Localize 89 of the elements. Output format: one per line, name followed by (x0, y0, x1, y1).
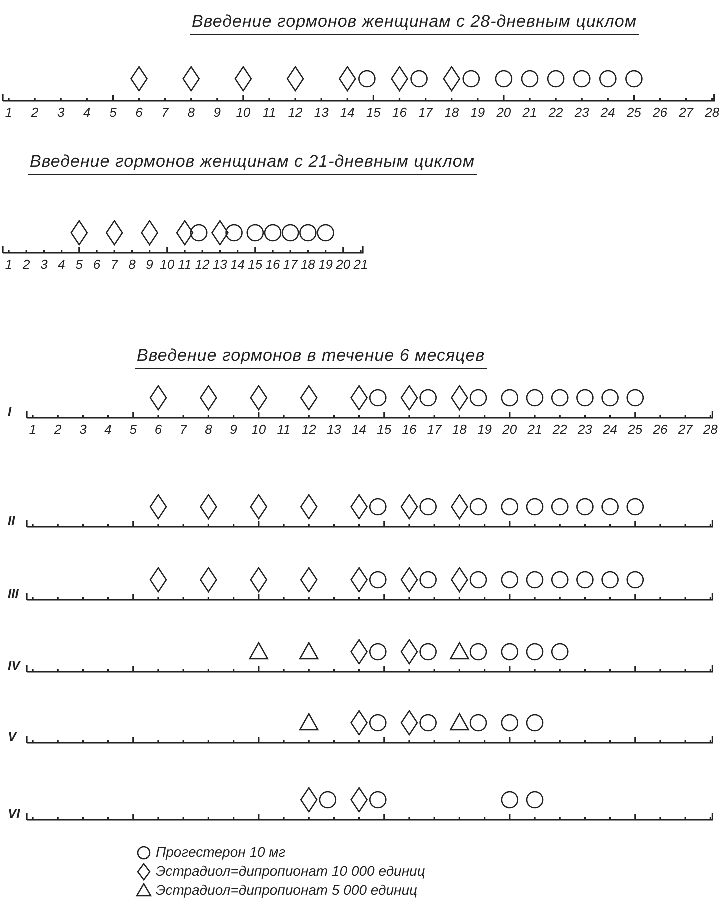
day-number: 8 (186, 105, 196, 120)
day-number: 10 (250, 422, 268, 437)
day-number: 28 (702, 422, 719, 437)
day-number: 26 (652, 105, 668, 120)
day-number: 20 (335, 257, 352, 272)
day-number: 13 (212, 257, 228, 272)
day-number: 21 (352, 257, 370, 272)
day-number: 19 (318, 257, 334, 272)
row-numeral: VI (8, 806, 20, 821)
day-number: 13 (326, 422, 342, 437)
day-number: 15 (376, 422, 393, 437)
day-number: 20 (496, 105, 512, 120)
day-number: 6 (134, 105, 144, 120)
day-number: 17 (282, 257, 300, 272)
day-number: 23 (576, 422, 594, 437)
day-number: 22 (548, 105, 564, 120)
day-number: 14 (351, 422, 368, 437)
day-number: 7 (178, 422, 189, 437)
row-numeral: III (8, 586, 19, 601)
day-number: 21 (526, 422, 544, 437)
day-number: 3 (40, 257, 49, 272)
day-number: 2 (53, 422, 63, 437)
day-number: 9 (229, 422, 238, 437)
day-number: 15 (247, 257, 264, 272)
legend-text: Эстрадиол=дипропионат 5 000 единиц (156, 882, 418, 898)
section-heading: Введение гормонов женщинам с 21-дневным циклом (28, 152, 477, 175)
day-number: 8 (204, 422, 214, 437)
day-number: 17 (426, 422, 444, 437)
day-number: 11 (276, 422, 292, 437)
day-number: 23 (574, 105, 590, 120)
day-number: 13 (313, 105, 330, 120)
row-numeral: II (8, 513, 16, 528)
day-number: 4 (57, 257, 66, 272)
day-number: 25 (627, 422, 644, 437)
day-number: 16 (401, 422, 418, 437)
day-number: 18 (444, 105, 460, 120)
day-number: 12 (194, 257, 211, 272)
day-number: 17 (418, 105, 434, 120)
day-number: 5 (128, 422, 138, 437)
day-number: 16 (392, 105, 408, 120)
legend-text: Прогестерон 10 мг (156, 844, 286, 860)
day-number: 5 (108, 105, 118, 120)
day-number: 22 (552, 422, 568, 437)
day-number: 26 (652, 422, 669, 437)
day-number: 19 (476, 422, 494, 437)
day-number: 28 (704, 105, 721, 120)
day-number: 18 (451, 422, 468, 437)
section-heading: Введение гормонов женщинам с 28-дневным циклом (190, 12, 639, 35)
day-number: 7 (110, 257, 120, 272)
day-number: 1 (4, 105, 14, 120)
day-number: 27 (677, 422, 694, 437)
day-number: 3 (78, 422, 88, 437)
day-number: 1 (28, 422, 38, 437)
day-number: 14 (339, 105, 356, 120)
day-number: 20 (502, 422, 518, 437)
day-number: 11 (177, 257, 193, 272)
day-number: 2 (30, 105, 40, 120)
day-number: 4 (104, 422, 113, 437)
day-number: 5 (74, 257, 84, 272)
day-number: 21 (522, 105, 538, 120)
day-number: 1 (4, 257, 14, 272)
day-number: 11 (262, 105, 278, 120)
day-number: 15 (365, 105, 382, 120)
day-number: 18 (300, 257, 316, 272)
legend-text: Эстрадиол=дипропионат 10 000 единиц (156, 863, 426, 879)
row-numeral: V (8, 729, 17, 744)
row-numeral: I (8, 404, 12, 419)
day-number: 12 (287, 105, 304, 120)
day-number: 6 (154, 422, 164, 437)
day-number: 2 (22, 257, 32, 272)
day-number: 9 (145, 257, 154, 272)
day-number: 7 (160, 105, 170, 120)
day-number: 9 (212, 105, 222, 120)
day-number: 25 (626, 105, 642, 120)
day-number: 6 (92, 257, 102, 272)
day-number: 24 (602, 422, 619, 437)
day-number: 3 (56, 105, 66, 120)
day-number: 10 (235, 105, 252, 120)
day-number: 8 (128, 257, 137, 272)
day-number: 10 (159, 257, 176, 272)
day-number: 24 (600, 105, 616, 120)
day-number: 27 (678, 105, 695, 120)
day-number: 4 (82, 105, 92, 120)
row-numeral: IV (8, 658, 20, 673)
day-number: 16 (264, 257, 282, 272)
day-number: 19 (470, 105, 486, 120)
section-heading: Введение гормонов в течение 6 месяцев (135, 346, 488, 369)
day-number: 14 (230, 257, 246, 272)
day-number: 12 (300, 422, 318, 437)
